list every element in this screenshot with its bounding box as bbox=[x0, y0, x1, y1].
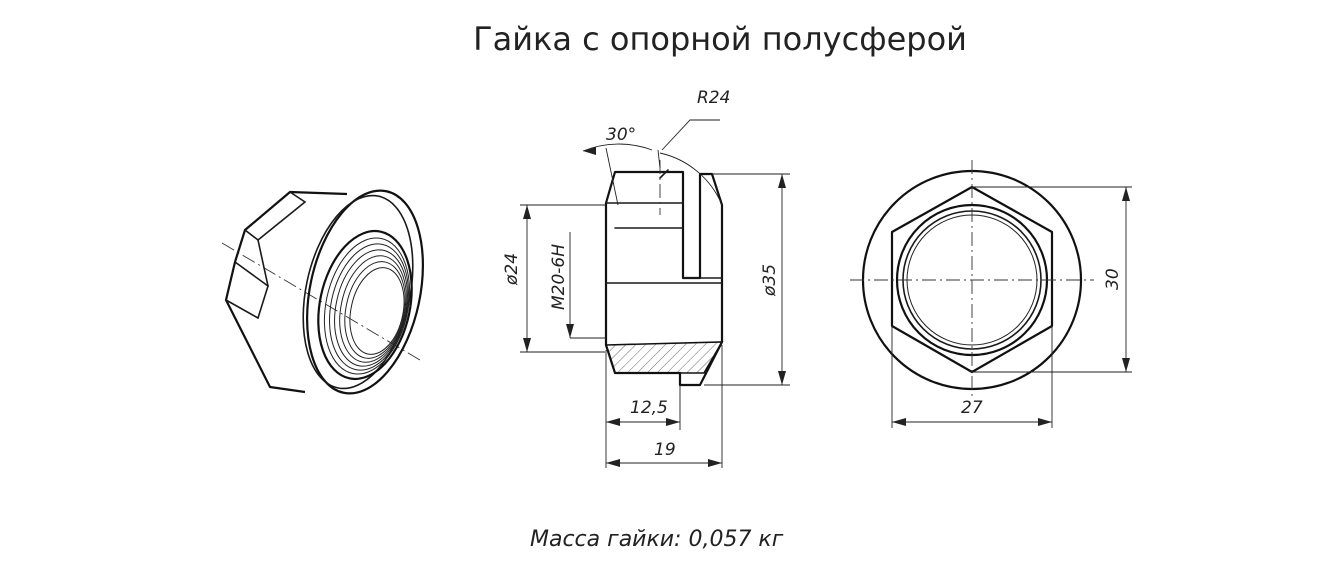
section-dimensions: R24 30° ø24 M20-6H ø35 12,5 bbox=[502, 88, 790, 468]
dim-thread-label: M20-6H bbox=[549, 244, 569, 310]
top-view-dimensions: 30 27 bbox=[891, 186, 1132, 428]
isometric-view bbox=[221, 189, 425, 395]
dim-radius-label: R24 bbox=[697, 88, 730, 108]
dim-across-corners-label: 30 bbox=[1103, 268, 1123, 290]
dim-thread-dia-label: ø24 bbox=[502, 253, 522, 286]
section-view bbox=[604, 160, 724, 387]
dim-hex-height-label: 12,5 bbox=[630, 398, 668, 418]
drawing-title: Гайка с опорной полусферой bbox=[473, 20, 967, 58]
dim-total-height-label: 19 bbox=[654, 440, 676, 460]
dim-angle-label: 30° bbox=[606, 125, 636, 145]
top-view bbox=[850, 160, 1094, 400]
dim-across-flats-label: 27 bbox=[961, 398, 983, 418]
dim-outer-dia-label: ø35 bbox=[760, 264, 780, 297]
mass-label: Масса гайки: 0,057 кг bbox=[530, 527, 784, 552]
